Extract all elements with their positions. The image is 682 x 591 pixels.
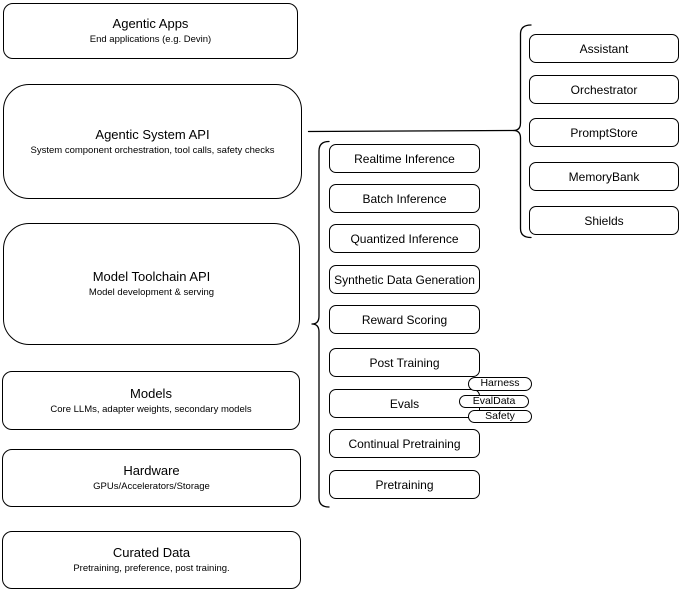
node-subtitle: Core LLMs, adapter weights, secondary mo… [50,403,252,415]
node-title: Agentic System API [95,126,210,142]
system-api-connector-line [307,129,515,133]
eval-tag-harness: Harness [468,377,532,391]
node-title: Agentic Apps [112,16,189,31]
node-agentic-apps: Agentic Apps End applications (e.g. Devi… [3,3,298,59]
toolchain-item-synthetic-data-generation: Synthetic Data Generation [329,265,480,294]
node-title: Hardware [123,463,180,478]
toolchain-item-reward-scoring: Reward Scoring [329,305,480,334]
system-component-assistant: Assistant [529,34,679,63]
node-title: Model Toolchain API [92,269,211,284]
system-component-shields: Shields [529,206,679,235]
toolchain-item-evals: Evals [329,389,480,418]
node-title: Curated Data [112,545,191,560]
node-subtitle: Pretraining, preference, post training. [73,563,230,574]
system-component-orchestrator: Orchestrator [529,75,679,104]
eval-tag-safety: Safety [468,409,532,423]
node-curated-data: Curated Data Pretraining, preference, po… [2,531,301,589]
toolchain-item-realtime-inference: Realtime Inference [329,144,480,173]
toolchain-item-continual-pretraining: Continual Pretraining [329,429,480,458]
node-subtitle: GPUs/Accelerators/Storage [93,481,210,492]
node-subtitle: End applications (e.g. Devin) [89,34,212,45]
node-agentic-system-api: Agentic System API System component orch… [3,84,302,199]
node-models: Models Core LLMs, adapter weights, secon… [2,371,300,430]
node-subtitle: System component orchestration, tool cal… [30,144,275,156]
toolchain-brace [311,140,330,508]
toolchain-item-batch-inference: Batch Inference [329,184,480,213]
toolchain-item-post-training: Post Training [329,348,480,377]
toolchain-item-pretraining: Pretraining [329,470,480,499]
eval-tag-evaldata: EvalData [459,394,529,408]
node-subtitle: Model development & serving [88,287,215,298]
node-model-toolchain-api: Model Toolchain API Model development & … [3,223,300,345]
node-hardware: Hardware GPUs/Accelerators/Storage [2,449,301,507]
node-title: Models [130,385,172,401]
system-component-promptstore: PromptStore [529,118,679,147]
toolchain-item-quantized-inference: Quantized Inference [329,224,480,253]
system-component-memorybank: MemoryBank [529,162,679,191]
